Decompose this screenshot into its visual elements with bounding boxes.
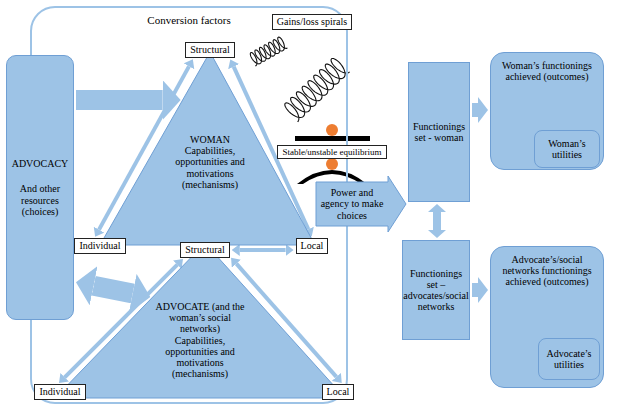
outcome-box: Woman’s functionings achieved (outcomes)… (490, 52, 604, 170)
node-text: Structural (190, 44, 229, 55)
spiral-coil (250, 37, 287, 66)
factor-tag: Local (296, 238, 329, 253)
advocacy-box: ADVOCACY And other resources (choices) (6, 55, 74, 320)
node-text: Advocate’s utilities (543, 348, 595, 370)
factor-tag: Structural (180, 242, 229, 257)
factor-tag: Local (322, 384, 355, 399)
stable-ball (326, 124, 338, 136)
text-area: ADVOCATE (and the woman’s social network… (152, 301, 248, 383)
connector (472, 283, 478, 297)
node-text: Functionings set - woman (413, 121, 465, 143)
connector (240, 248, 286, 252)
spiral-coil (285, 58, 350, 121)
agency-arrow: Power and agency to make choices (316, 176, 406, 232)
factor-tag: Individual (34, 384, 85, 399)
functionings-box: Functionings set – advocates/social netw… (402, 240, 470, 340)
node-text: Structural (185, 244, 224, 255)
connector (433, 212, 441, 230)
node-text: Functionings set – advocates/social netw… (403, 268, 469, 313)
node-text: ADVOCATE (and the woman’s social network… (152, 301, 248, 335)
node-text: ADVOCACY (12, 158, 69, 169)
node-text: Local (327, 386, 350, 397)
factor-tag: Individual (74, 238, 125, 253)
node-text: Local (301, 240, 324, 251)
advocate-triangle: ADVOCATE (and the woman’s social network… (55, 243, 345, 398)
functionings-box: Functionings set - woman (408, 62, 470, 202)
node-text: Individual (79, 240, 120, 251)
node-text: WOMAN (190, 134, 230, 145)
node-text: Woman’s functionings achieved (outcomes) (495, 60, 599, 82)
factor-tag: Structural (185, 42, 234, 57)
connector (94, 286, 133, 294)
node-text: Advocate’s/social networks functionings … (495, 254, 599, 288)
conversion-frame: Conversion factorsStructuralWOMANCapabil… (30, 6, 348, 404)
outcome-box: Advocate’s/social networks functionings … (490, 246, 604, 388)
node-text: Woman’s utilities (539, 138, 595, 160)
node-text: Individual (39, 386, 80, 397)
utility-box: Woman’s utilities (534, 130, 600, 168)
node-text: Stable/unstable equilibrium (282, 147, 381, 157)
stable-bar (295, 136, 370, 141)
illustration-tag: Stable/unstable equilibrium (277, 145, 386, 159)
text-area: Power and agency to make choices (319, 182, 385, 226)
node-text: Power and agency to make choices (319, 187, 385, 221)
node-text: And other resources (choices) (11, 183, 69, 217)
node-text: Capabilities, opportunities and motivati… (168, 145, 252, 190)
connector (76, 90, 163, 110)
frame-outline (31, 7, 347, 403)
spiral-illustration (250, 37, 349, 122)
text-area: WOMANCapabilities, opportunities and mot… (168, 134, 252, 234)
connector (472, 103, 478, 117)
illustration-tag: Gains/loss spirals (272, 14, 352, 29)
shape-fill (55, 243, 345, 398)
unstable-ball (326, 158, 338, 170)
node-text: Capabilities, opportunities and motivati… (152, 335, 248, 380)
shape-fill (316, 176, 406, 232)
node-text: Gains/loss spirals (277, 16, 347, 27)
utility-box: Advocate’s utilities (538, 338, 600, 380)
